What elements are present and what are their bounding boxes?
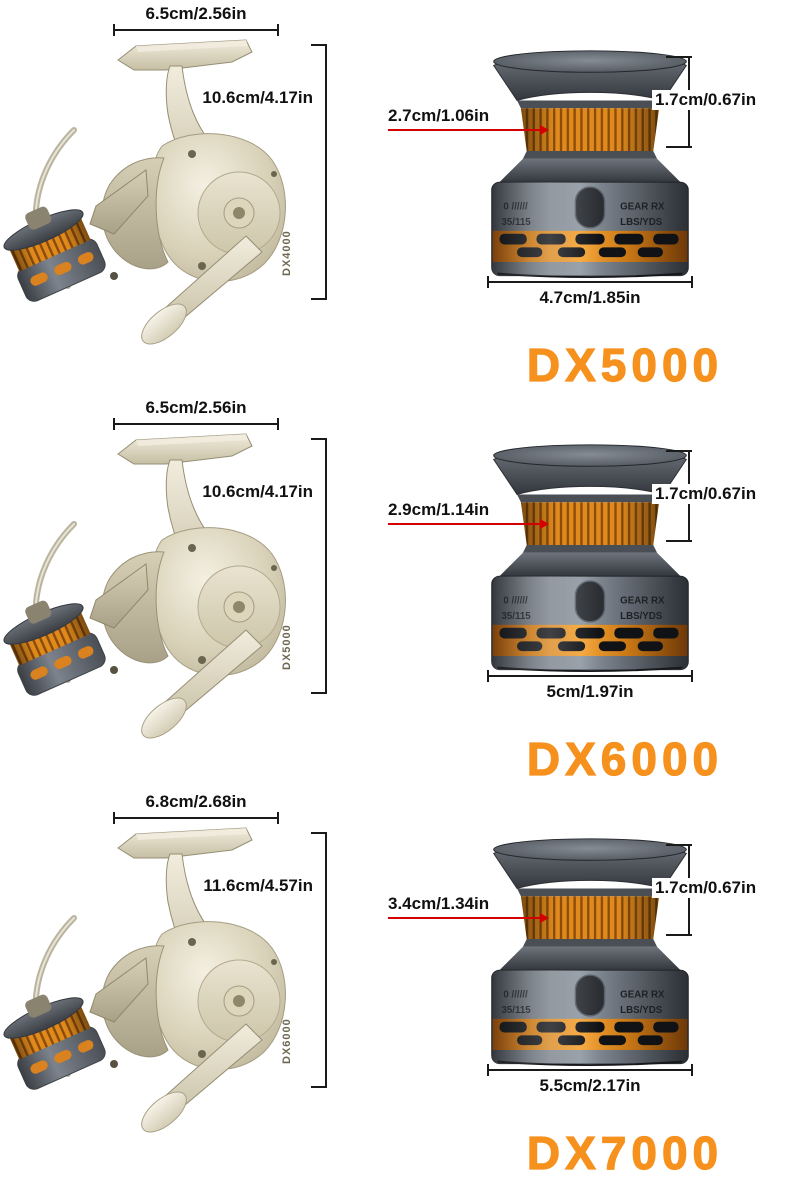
spool-outer-width-label: 4.7cm/1.85in bbox=[539, 288, 641, 307]
model-name: DX6000 bbox=[526, 732, 724, 785]
reel-height-label: 11.6cm/4.57in bbox=[203, 876, 313, 895]
product-section-1: 6.5cm/2.56in 10.6cm/4.17in DX4000 2.7cm/… bbox=[0, 0, 790, 394]
arrow-right-icon bbox=[540, 125, 549, 135]
spool-outer-width-dimension: 5.5cm/2.17in bbox=[487, 1064, 693, 1096]
reel-width-label: 6.8cm/2.68in bbox=[145, 792, 247, 811]
spool-inner-width-label: 2.7cm/1.06in bbox=[388, 106, 490, 125]
arrow-right-icon bbox=[540, 519, 549, 529]
reel-width-dimension: 6.8cm/2.68in bbox=[113, 792, 279, 824]
spool-outer-width-line bbox=[487, 670, 693, 682]
spool-inner-width-dimension: 2.9cm/1.14in bbox=[388, 500, 549, 529]
spool-lip-height-label: 1.7cm/0.67in bbox=[652, 484, 760, 504]
reel-height-label: 10.6cm/4.17in bbox=[202, 88, 313, 107]
reel-photo bbox=[0, 432, 336, 742]
red-pointer-line bbox=[388, 913, 549, 923]
reel-model-engraving: DX4000 bbox=[281, 230, 293, 276]
reel-height-bracket bbox=[311, 438, 335, 694]
spool-lip-height-bracket: 1.7cm/0.67in bbox=[652, 56, 790, 148]
reel-width-dimension: 6.5cm/2.56in bbox=[113, 4, 279, 36]
reel-photo bbox=[0, 38, 336, 348]
reel-width-line bbox=[113, 812, 279, 824]
reel-width-line bbox=[113, 24, 279, 36]
reel-width-label: 6.5cm/2.56in bbox=[145, 4, 247, 23]
reel-height-bracket bbox=[311, 44, 335, 300]
reel-model-engraving: DX6000 bbox=[281, 1018, 293, 1064]
reel-width-line bbox=[113, 418, 279, 430]
spool-lip-height-bracket: 1.7cm/0.67in bbox=[652, 844, 790, 936]
spool-outer-width-label: 5cm/1.97in bbox=[546, 682, 634, 701]
model-name: DX5000 bbox=[526, 338, 724, 391]
spool-inner-width-dimension: 3.4cm/1.34in bbox=[388, 894, 549, 923]
spool-outer-width-line bbox=[487, 1064, 693, 1076]
spool-outer-width-dimension: 4.7cm/1.85in bbox=[487, 276, 693, 308]
spool-lip-height-label: 1.7cm/0.67in bbox=[652, 878, 760, 898]
red-pointer-line bbox=[388, 519, 549, 529]
spool-inner-width-label: 2.9cm/1.14in bbox=[388, 500, 490, 519]
spool-outer-width-dimension: 5cm/1.97in bbox=[487, 670, 693, 702]
spool-outer-width-label: 5.5cm/2.17in bbox=[539, 1076, 641, 1095]
spool-inner-width-dimension: 2.7cm/1.06in bbox=[388, 106, 549, 135]
product-section-2: 6.5cm/2.56in 10.6cm/4.17in DX5000 2.9cm/… bbox=[0, 394, 790, 788]
spool-lip-height-bracket: 1.7cm/0.67in bbox=[652, 450, 790, 542]
spool-inner-width-label: 3.4cm/1.34in bbox=[388, 894, 490, 913]
red-pointer-line bbox=[388, 125, 549, 135]
spool-lip-height-label: 1.7cm/0.67in bbox=[652, 90, 760, 110]
model-name: DX7000 bbox=[526, 1126, 724, 1179]
reel-model-engraving: DX5000 bbox=[281, 624, 293, 670]
arrow-right-icon bbox=[540, 913, 549, 923]
reel-photo bbox=[0, 826, 336, 1136]
reel-width-label: 6.5cm/2.56in bbox=[145, 398, 247, 417]
reel-height-label: 10.6cm/4.17in bbox=[202, 482, 313, 501]
reel-width-dimension: 6.5cm/2.56in bbox=[113, 398, 279, 430]
reel-height-bracket bbox=[311, 832, 335, 1088]
spool-outer-width-line bbox=[487, 276, 693, 288]
product-section-3: 6.8cm/2.68in 11.6cm/4.57in DX6000 3.4cm/… bbox=[0, 788, 790, 1182]
